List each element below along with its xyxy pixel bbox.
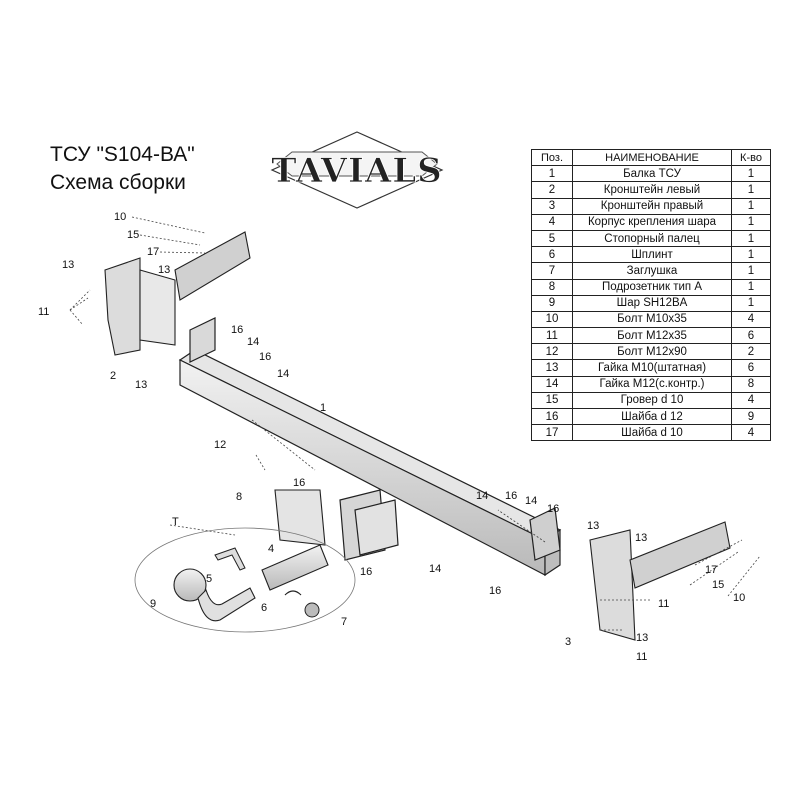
logo-text: TAVIALS [271, 151, 442, 191]
callout-6: 6 [261, 602, 267, 614]
callout-11: 11 [658, 598, 669, 610]
callout-3: 3 [565, 636, 571, 648]
cell-qty: 1 [731, 181, 771, 199]
callout-13: 13 [158, 264, 170, 276]
callout-14: 14 [247, 336, 259, 348]
callout-16: 16 [293, 477, 305, 489]
callout-17: 17 [147, 246, 159, 258]
tow-ball [173, 568, 256, 622]
cell-qty: 6 [731, 359, 771, 377]
callout-13: 13 [62, 259, 74, 271]
callout-2: 2 [110, 370, 116, 382]
callout-15: 15 [127, 229, 139, 241]
callout-15: 15 [712, 579, 724, 591]
cotter-pin [284, 590, 302, 596]
callout-14: 14 [277, 368, 289, 380]
callout-1: 1 [320, 402, 326, 414]
leader-lines [69, 216, 761, 631]
callout-13: 13 [635, 532, 647, 544]
callout-12: 12 [214, 439, 226, 451]
callout-14: 14 [429, 563, 441, 575]
callouts: 10 15 17 13 13 11 2 13 16 14 16 14 1 12 … [38, 211, 745, 663]
cell-name: Стопорный палец [572, 229, 732, 248]
callout-13: 13 [636, 632, 648, 644]
cell-qty: 9 [731, 407, 771, 426]
callout-16: 16 [231, 324, 243, 336]
callout-4: 4 [268, 543, 274, 555]
callout-16: 16 [547, 503, 559, 515]
callout-14: 14 [476, 490, 488, 502]
callout-9: 9 [150, 598, 156, 610]
diagram-subtitle: Схема сборки [50, 171, 186, 194]
callout-7: 7 [341, 616, 347, 628]
ball-housing [261, 544, 329, 591]
cell-name: Кронштейн левый [572, 181, 732, 199]
ball-kit-outline [134, 527, 356, 633]
callout-16: 16 [505, 490, 517, 502]
callout-16: 16 [489, 585, 501, 597]
cell-name: Шайба d 10 [572, 424, 732, 442]
cell-qty: 4 [731, 424, 771, 442]
callout-10: 10 [114, 211, 126, 223]
callout-11: 11 [636, 651, 647, 663]
socket-plate [274, 489, 326, 546]
cell-name: Подрозетник тип А [572, 278, 732, 296]
column-header-name: НАИМЕНОВАНИЕ [572, 148, 732, 167]
callout-17: 17 [705, 564, 717, 576]
tavials-logo: TAVIALS [270, 131, 444, 209]
cell-name: Корпус крепления шара [572, 213, 732, 231]
cap [304, 602, 320, 618]
callout-16: 16 [259, 351, 271, 363]
diagram-title: ТСУ "S104-ВА" [50, 143, 195, 166]
left-bracket [104, 231, 251, 356]
callout-16: 16 [360, 566, 372, 578]
cell-name: Шар SH12BA [572, 294, 732, 312]
callout-13: 13 [135, 379, 147, 391]
callout-11: 11 [38, 306, 49, 318]
callout-5: 5 [206, 573, 212, 585]
right-bracket [589, 521, 731, 641]
locking-pin [214, 547, 246, 571]
callout-10: 10 [733, 592, 745, 604]
callout-T: T [172, 516, 179, 528]
callout-14: 14 [525, 495, 537, 507]
cell-qty: 1 [731, 246, 771, 264]
tow-bar-beam [178, 317, 562, 577]
callout-13: 13 [587, 520, 599, 532]
callout-8: 8 [236, 491, 242, 503]
